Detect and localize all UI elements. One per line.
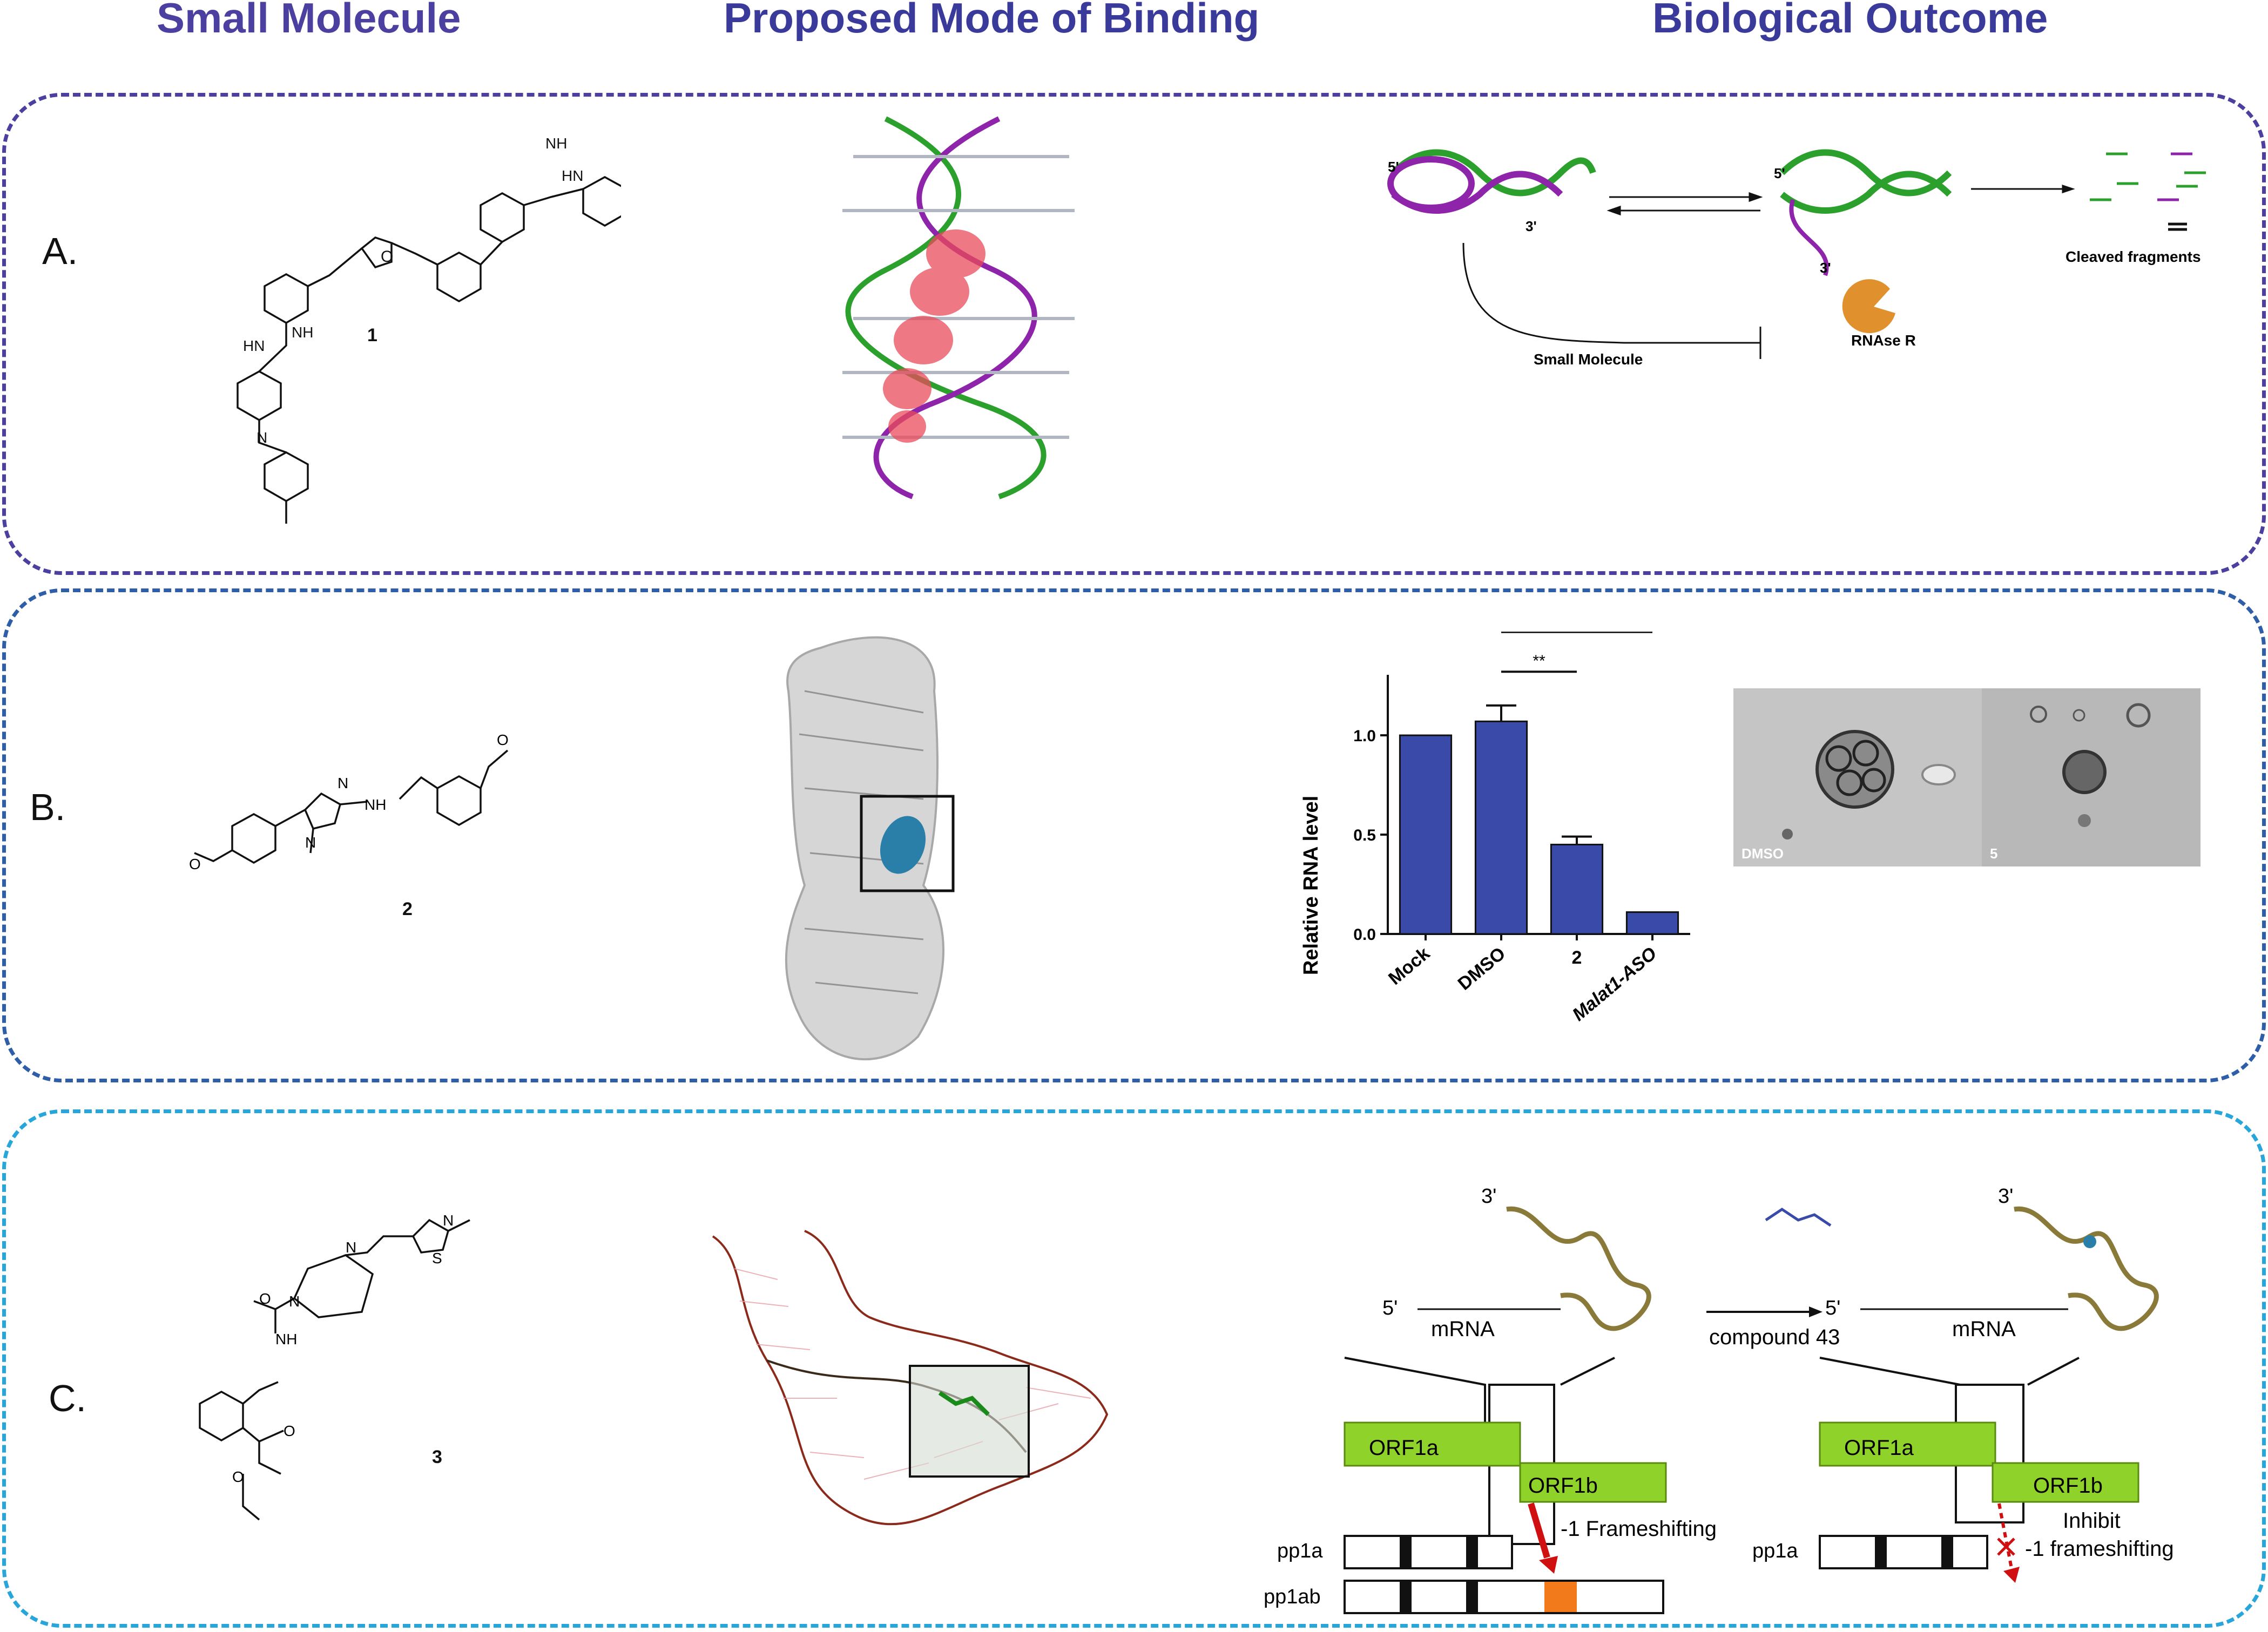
pp1a-label-right: pp1a <box>1752 1540 1798 1562</box>
chart-x-tick-label: Mock <box>1385 943 1434 989</box>
rna-density-binding-model <box>785 636 955 1061</box>
cleaved-fragments-label: Cleaved fragments <box>2066 248 2201 265</box>
svg-text:N: N <box>289 1293 300 1310</box>
svg-text:NH: NH <box>364 796 386 813</box>
three-prime-label-c1: 3' <box>1481 1185 1496 1208</box>
micrograph-compound-label: 5 <box>1990 845 1997 862</box>
orf1b-box-left <box>1519 1462 1667 1503</box>
micrograph-compound: 5 <box>1982 688 2200 866</box>
micrograph-dmso-label: DMSO <box>1742 845 1784 862</box>
chart-bar <box>1625 911 1679 935</box>
svg-text:N: N <box>346 1239 356 1256</box>
svg-text:O: O <box>497 732 509 748</box>
inhibit-frameshifting-label: -1 frameshifting <box>2025 1537 2174 1561</box>
svg-text:S: S <box>432 1250 442 1267</box>
small-molecule-label: Small Molecule <box>1534 351 1643 368</box>
svg-text:HN: HN <box>243 337 265 354</box>
chart-x-tick-label: Malat1-ASO <box>1569 943 1661 1025</box>
chart-y-tick-label: 0.5 <box>1353 827 1376 844</box>
svg-text:O: O <box>284 1423 295 1439</box>
orf1b-label-left: ORF1b <box>1528 1474 1598 1498</box>
ligand-stick <box>938 1391 990 1416</box>
row-label-b: B. <box>30 786 66 828</box>
orf1b-label-right: ORF1b <box>2033 1474 2103 1498</box>
compound-1-structure: O NH HN NH HN N <box>237 135 621 524</box>
pp1a-label-left: pp1a <box>1277 1540 1323 1562</box>
compound-43-label: compound 43 <box>1709 1325 1840 1349</box>
panel-c <box>2 1109 2266 1628</box>
ligand-density <box>880 816 926 874</box>
five-prime-label-a1: 5' <box>1388 159 1399 175</box>
three-prime-label-c2: 3' <box>1998 1185 2013 1208</box>
svg-text:O: O <box>189 856 201 872</box>
svg-text:NH: NH <box>545 135 567 152</box>
orf1a-label-right: ORF1a <box>1844 1436 1914 1460</box>
svg-text:O: O <box>259 1290 271 1307</box>
header-binding-mode: Proposed Mode of Binding <box>724 0 1260 42</box>
chart-significance-label: ** <box>1533 652 1545 670</box>
orf1a-label-left: ORF1a <box>1369 1436 1439 1460</box>
row-label-a: A. <box>42 230 78 272</box>
svg-text:O: O <box>381 248 393 266</box>
dna-helix-binding-model <box>842 116 1075 499</box>
compound-number-2: 2 <box>402 899 413 919</box>
svg-text:N: N <box>256 429 267 446</box>
rna-pseudoknot-binding-model <box>712 1230 1109 1526</box>
inhibit-label: Inhibit <box>2063 1509 2121 1533</box>
svg-text:O: O <box>232 1468 244 1485</box>
pp1ab-bar <box>1344 1580 1664 1614</box>
mrna-label-left: mRNA <box>1431 1317 1495 1341</box>
compound-number-1: 1 <box>367 325 377 346</box>
panel-a <box>2 93 2266 575</box>
chart-ylabel: Relative RNA level <box>1300 796 1322 975</box>
chart-y-tick-label: 1.0 <box>1353 727 1376 745</box>
panel-b <box>2 588 2266 1082</box>
svg-text:N: N <box>338 775 348 791</box>
compound-43-icon <box>1765 1207 1832 1227</box>
compound-number-3: 3 <box>432 1447 442 1467</box>
relative-rna-level-chart: Relative RNA level 0.0 0.5 1.0 Mock DMSO 2Ma… <box>1300 632 1690 1025</box>
three-prime-label-a2: 3' <box>1820 260 1831 276</box>
three-prime-label-a1: 3' <box>1526 218 1537 234</box>
chart-bar <box>1550 843 1604 935</box>
orf1b-box-right <box>1992 1462 2139 1503</box>
frameshifting-outcome-schematic: 3' 5' mRNA compound 43 3' 5' mRNA ORF1a … <box>1264 1185 2174 1614</box>
binding-site-box <box>860 795 955 892</box>
pp1a-bar-left <box>1344 1535 1513 1569</box>
orf1a-box-left <box>1344 1421 1521 1467</box>
svg-text:HN: HN <box>562 167 583 184</box>
header-small-molecule: Small Molecule <box>157 0 461 42</box>
pp1a-bar-right <box>1819 1535 1988 1569</box>
svg-text:NH: NH <box>292 324 313 341</box>
header-biological-outcome: Biological Outcome <box>1652 0 2048 42</box>
chart-bar <box>1474 720 1528 935</box>
chart-x-tick-label: DMSO <box>1454 943 1510 994</box>
mrna-label-right: mRNA <box>1952 1317 2016 1341</box>
svg-text:N: N <box>305 834 316 851</box>
chart-y-tick-label: 0.0 <box>1353 926 1376 944</box>
frameshifting-label: -1 Frameshifting <box>1561 1517 1717 1541</box>
row-label-c: C. <box>49 1377 86 1419</box>
five-prime-label-c1: 5' <box>1382 1297 1398 1319</box>
binding-site-box <box>909 1365 1030 1478</box>
pp1ab-label: pp1ab <box>1264 1586 1321 1608</box>
svg-text:N: N <box>443 1212 454 1229</box>
frameshift-product-highlight <box>1544 1582 1577 1612</box>
chart-bar <box>1399 734 1453 935</box>
rnase-r-icon <box>1842 279 1895 334</box>
compound-3-structure: N N O NH O O S N <box>199 1212 470 1521</box>
five-prime-label-a2: 5' <box>1774 165 1785 181</box>
five-prime-label-c2: 5' <box>1825 1297 1840 1319</box>
chart-x-tick-label: 2 <box>1572 947 1582 968</box>
svg-text:NH: NH <box>275 1331 297 1347</box>
compound-2-structure: N NH N O O <box>189 732 509 872</box>
micrograph-dmso: DMSO <box>1733 688 1982 866</box>
orf1a-box-right <box>1819 1421 1996 1467</box>
rnase-r-label: RNAse R <box>1851 332 1916 349</box>
inhibit-x-icon <box>1997 1538 2015 1556</box>
rnase-outcome-schematic: 5' 3' 5' 3' RNAse R Cleaved fragments Sm… <box>1387 149 2206 368</box>
